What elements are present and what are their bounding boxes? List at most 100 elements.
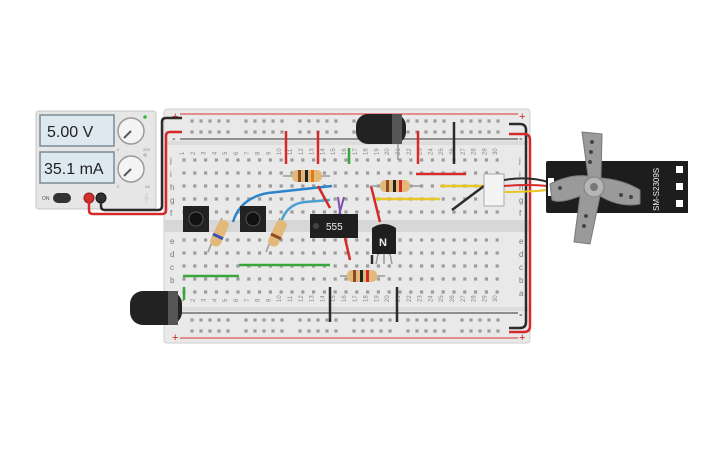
wire-red-ic-2[interactable] xyxy=(343,237,352,261)
wire-red-ic-1[interactable] xyxy=(316,185,332,209)
column-number: 27 xyxy=(461,148,467,155)
column-number: 30 xyxy=(493,148,499,155)
servo-motor[interactable]: SM-S2309S xyxy=(546,131,688,245)
row-letters-top-left: j i h g f xyxy=(169,156,174,218)
transistor-label: N xyxy=(379,237,387,249)
column-number: 2 xyxy=(191,151,197,155)
column-number: 11 xyxy=(288,148,294,155)
svg-text:g: g xyxy=(519,196,523,205)
voltage-readout: 5.00 V xyxy=(47,124,94,141)
column-number: 8 xyxy=(256,151,262,155)
servo-model-label: SM-S2309S xyxy=(652,168,661,211)
column-number: 15 xyxy=(331,148,337,155)
wire-blue-button-1[interactable] xyxy=(231,184,333,223)
voltage-knob[interactable]: 0 20V xyxy=(117,117,150,152)
column-number: 27 xyxy=(461,295,467,302)
column-number: 29 xyxy=(482,148,488,155)
column-number: 23 xyxy=(418,295,424,302)
rail-minus-top-right: - xyxy=(519,133,523,145)
voltage-indicator-led xyxy=(143,115,147,119)
servo-cable-red xyxy=(503,184,549,187)
column-number: 24 xyxy=(428,148,434,155)
resistor-right[interactable] xyxy=(371,180,420,192)
column-number: 6 xyxy=(234,151,240,155)
column-number: 9 xyxy=(266,298,272,302)
column-number: 18 xyxy=(364,295,370,302)
column-number: 17 xyxy=(353,295,359,302)
wires[interactable] xyxy=(87,116,532,334)
svg-text:d: d xyxy=(170,250,174,259)
servo-horn[interactable] xyxy=(549,131,641,245)
breadboard-holes[interactable] xyxy=(182,119,500,333)
svg-text:h: h xyxy=(519,183,523,192)
column-number: 10 xyxy=(277,148,283,155)
column-number: 7 xyxy=(245,298,251,302)
resistor-button-2[interactable] xyxy=(265,217,288,253)
resistor-bottom[interactable] xyxy=(340,270,385,282)
servo-header[interactable] xyxy=(483,173,505,207)
current-knob[interactable]: 0 2A xyxy=(117,155,150,189)
electrolytic-capacitor-top[interactable] xyxy=(356,114,406,160)
power-supply[interactable]: 5.00 V 35.1 mA 0 20V 0 2A ON xyxy=(35,110,157,210)
column-number: 21 xyxy=(396,295,402,302)
column-number: 6 xyxy=(234,298,240,302)
resistor-button-1[interactable] xyxy=(207,217,230,253)
svg-text:b: b xyxy=(519,276,524,285)
current-display xyxy=(39,151,115,184)
svg-text:f: f xyxy=(170,209,173,218)
wire-psu-negative[interactable] xyxy=(99,116,182,212)
svg-text:f: f xyxy=(519,209,522,218)
wire-rail-positive-bridge[interactable] xyxy=(509,132,532,334)
column-number: 20 xyxy=(385,148,391,155)
column-number: 19 xyxy=(374,148,380,155)
column-number: 22 xyxy=(407,148,413,155)
wire-red-transistor[interactable] xyxy=(369,185,382,223)
svg-text:j: j xyxy=(518,156,521,165)
resistor-top[interactable] xyxy=(283,170,330,182)
svg-text:g: g xyxy=(170,196,174,205)
column-number: 22 xyxy=(407,295,413,302)
rail-minus-bottom-right: - xyxy=(519,309,523,321)
svg-text:i: i xyxy=(519,170,521,179)
column-number: 20 xyxy=(385,295,391,302)
column-number: 5 xyxy=(223,298,229,302)
column-number: 19 xyxy=(374,295,380,302)
column-number: 12 xyxy=(299,148,305,155)
power-button[interactable] xyxy=(53,193,71,203)
column-number: 15 xyxy=(331,295,337,302)
current-indicator-led xyxy=(143,153,147,157)
rail-plus-bottom-left: + xyxy=(172,332,178,344)
electrolytic-capacitor-bottom[interactable] xyxy=(130,291,182,325)
column-number: 14 xyxy=(320,148,326,155)
push-button-2[interactable] xyxy=(240,206,266,232)
column-number: 16 xyxy=(342,148,348,155)
timer-ic-555[interactable]: 555 xyxy=(310,214,358,238)
column-number: 2 xyxy=(191,298,197,302)
column-number: 3 xyxy=(202,298,208,302)
svg-text:c: c xyxy=(170,263,174,272)
wire-psu-positive[interactable] xyxy=(87,130,182,216)
svg-text:e: e xyxy=(519,237,524,246)
svg-text:j: j xyxy=(169,156,172,165)
svg-text:b: b xyxy=(170,276,175,285)
column-number: 14 xyxy=(320,295,326,302)
push-button-1[interactable] xyxy=(183,206,209,232)
column-number: 1 xyxy=(180,151,186,155)
transistor-npn[interactable]: N xyxy=(372,224,396,265)
svg-text:0: 0 xyxy=(117,147,120,152)
wire-rail-negative-bridge[interactable] xyxy=(509,122,528,330)
column-number: 12 xyxy=(299,295,305,302)
column-number: 13 xyxy=(310,295,316,302)
column-number: 28 xyxy=(472,148,478,155)
column-number: 8 xyxy=(256,298,262,302)
column-number: 25 xyxy=(439,148,445,155)
voltage-display xyxy=(39,114,115,147)
timer-ic-label: 555 xyxy=(326,222,343,233)
column-number: 25 xyxy=(439,295,445,302)
current-readout: 35.1 mA xyxy=(44,161,104,178)
power-button-label: ON xyxy=(42,196,50,202)
